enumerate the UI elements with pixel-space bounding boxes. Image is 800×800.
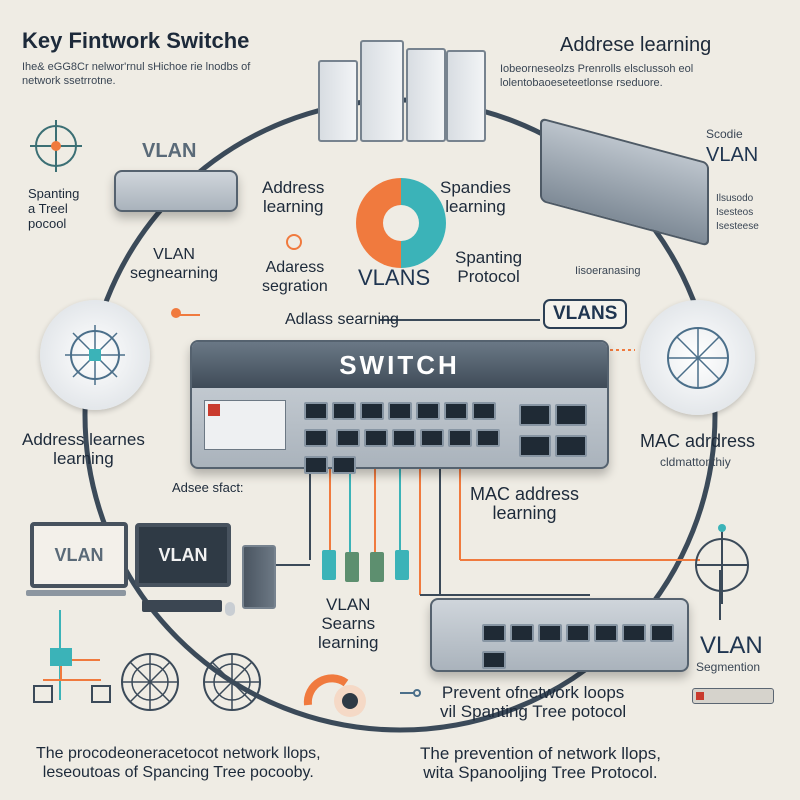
network-node-icon	[65, 325, 125, 385]
top-left-subtitle: Ihe& eGG8Cr nelwor'rnul sHichoe rie lnod…	[22, 61, 251, 87]
small-switch-left	[114, 170, 238, 212]
pc-tower	[242, 545, 276, 609]
ethernet-port[interactable]	[304, 429, 328, 447]
ethernet-port[interactable]	[538, 624, 562, 642]
laptop: VLAN	[30, 522, 128, 588]
fan-node-icon	[667, 327, 729, 389]
ethernet-port[interactable]	[472, 402, 496, 420]
monitor-screen: VLAN	[139, 527, 227, 583]
switch-port-bank	[302, 400, 512, 481]
network-diagram-icon	[33, 648, 111, 703]
ethernet-port[interactable]	[304, 402, 328, 420]
fan-icon	[203, 653, 261, 711]
vlan-bottom-right-label: VLAN	[700, 632, 763, 659]
ethernet-port[interactable]	[594, 624, 618, 642]
desktop-monitor: VLAN	[135, 523, 231, 587]
vlan-label-right: VLAN	[706, 144, 759, 166]
address-learning-center-left: Address learning	[262, 178, 325, 216]
ethernet-port[interactable]	[364, 429, 389, 447]
small-router	[692, 688, 774, 704]
vlans-box-label: VLANS	[543, 299, 628, 329]
server-tower	[318, 60, 358, 142]
mac-address-learning-label: MAC address learning	[470, 484, 580, 523]
spandies-learning-label: Spandies learning	[440, 178, 511, 216]
switch-label: SWITCH	[192, 342, 607, 388]
orange-node-icon	[286, 234, 302, 250]
server-tower	[360, 40, 404, 142]
mouse	[225, 602, 235, 616]
ethernet-port[interactable]	[482, 651, 506, 669]
keyboard	[142, 600, 222, 612]
cable-connector	[345, 552, 359, 582]
refresh-logo-icon	[303, 674, 366, 717]
vlans-center-label: VLANS	[358, 265, 431, 290]
uplink-port[interactable]	[555, 435, 587, 457]
ethernet-port[interactable]	[650, 624, 674, 642]
key-icon	[400, 689, 421, 697]
main-switch: SWITCH	[190, 340, 609, 474]
mac-address-right-label: MAC adrdress	[640, 431, 756, 451]
ethernet-port[interactable]	[332, 402, 356, 420]
spanting-protocol-label: Spanting Protocol	[455, 248, 523, 286]
adaress-segration-label: Adaress segration	[262, 259, 328, 295]
ethernet-port[interactable]	[510, 624, 534, 642]
spanting-tree-label: Spanting a Treel pocool	[28, 186, 80, 231]
segmention-label: Segmention	[696, 660, 761, 674]
ethernet-port[interactable]	[332, 456, 356, 474]
antenna-icon	[695, 524, 749, 604]
ethernet-port[interactable]	[416, 402, 440, 420]
cable-connector	[395, 550, 409, 580]
switch-status-panel	[204, 400, 286, 450]
vlan-searns-label: VLAN Searns learning	[318, 595, 379, 652]
top-right-subtitle: Iobeorneseolzs Prenrolls elsclussoh eol …	[500, 63, 694, 89]
uplink-port[interactable]	[519, 404, 551, 426]
address-learnes-label: Address learnes learning	[22, 430, 145, 468]
bottom-right-caption: The prevention of network llops, wita Sp…	[420, 744, 661, 782]
ethernet-port[interactable]	[336, 429, 361, 447]
bottom-switch	[430, 598, 689, 672]
bottom-left-caption: The procodeoneracetocot network llops, l…	[36, 745, 321, 781]
vlan-label-top-left: VLAN	[142, 140, 197, 162]
vlan-segment-logo	[356, 178, 446, 268]
uplink-port[interactable]	[555, 404, 587, 426]
prevent-loops-label: Prevent ofnetwork loops vil Spanting Tre…	[440, 683, 627, 721]
laptop-base	[26, 590, 126, 596]
mac-right-sub: cldmattonthiy	[660, 455, 731, 469]
ethernet-port[interactable]	[482, 624, 506, 642]
server-tower	[446, 50, 486, 142]
adese-sfact-label: Adsee sfact:	[172, 480, 244, 495]
server-tower	[406, 48, 446, 142]
top-right-title: Addrese learning	[560, 34, 712, 56]
ethernet-port[interactable]	[392, 429, 417, 447]
hseranasing-label: Iisoeranasing	[575, 265, 641, 277]
scodie-label: Scodie	[706, 127, 743, 141]
ethernet-port[interactable]	[388, 402, 412, 420]
adlass-searning-label: Adlass searning	[285, 311, 399, 328]
compass-icon	[30, 120, 82, 172]
bottom-switch-ports	[480, 622, 680, 676]
ethernet-port[interactable]	[420, 429, 445, 447]
right-small-text: Ilsusodo Isesteos Isesteese	[716, 193, 759, 232]
top-left-title: Key Fintwork Switche	[22, 28, 250, 53]
ethernet-port[interactable]	[444, 402, 468, 420]
switch-uplink-ports	[517, 402, 597, 464]
ethernet-port[interactable]	[448, 429, 473, 447]
cable-connector	[370, 552, 384, 582]
vlan-seg-label: VLAN segnearning	[130, 246, 219, 282]
laptop-screen: VLAN	[34, 526, 124, 584]
server-cluster	[318, 40, 486, 142]
ethernet-port[interactable]	[622, 624, 646, 642]
ethernet-port[interactable]	[360, 402, 384, 420]
fan-icon	[121, 653, 179, 711]
uplink-port[interactable]	[519, 435, 551, 457]
cable-connector	[322, 550, 336, 580]
orange-pin-icon	[171, 308, 181, 318]
ethernet-port[interactable]	[304, 456, 328, 474]
ethernet-port[interactable]	[476, 429, 501, 447]
ethernet-port[interactable]	[566, 624, 590, 642]
